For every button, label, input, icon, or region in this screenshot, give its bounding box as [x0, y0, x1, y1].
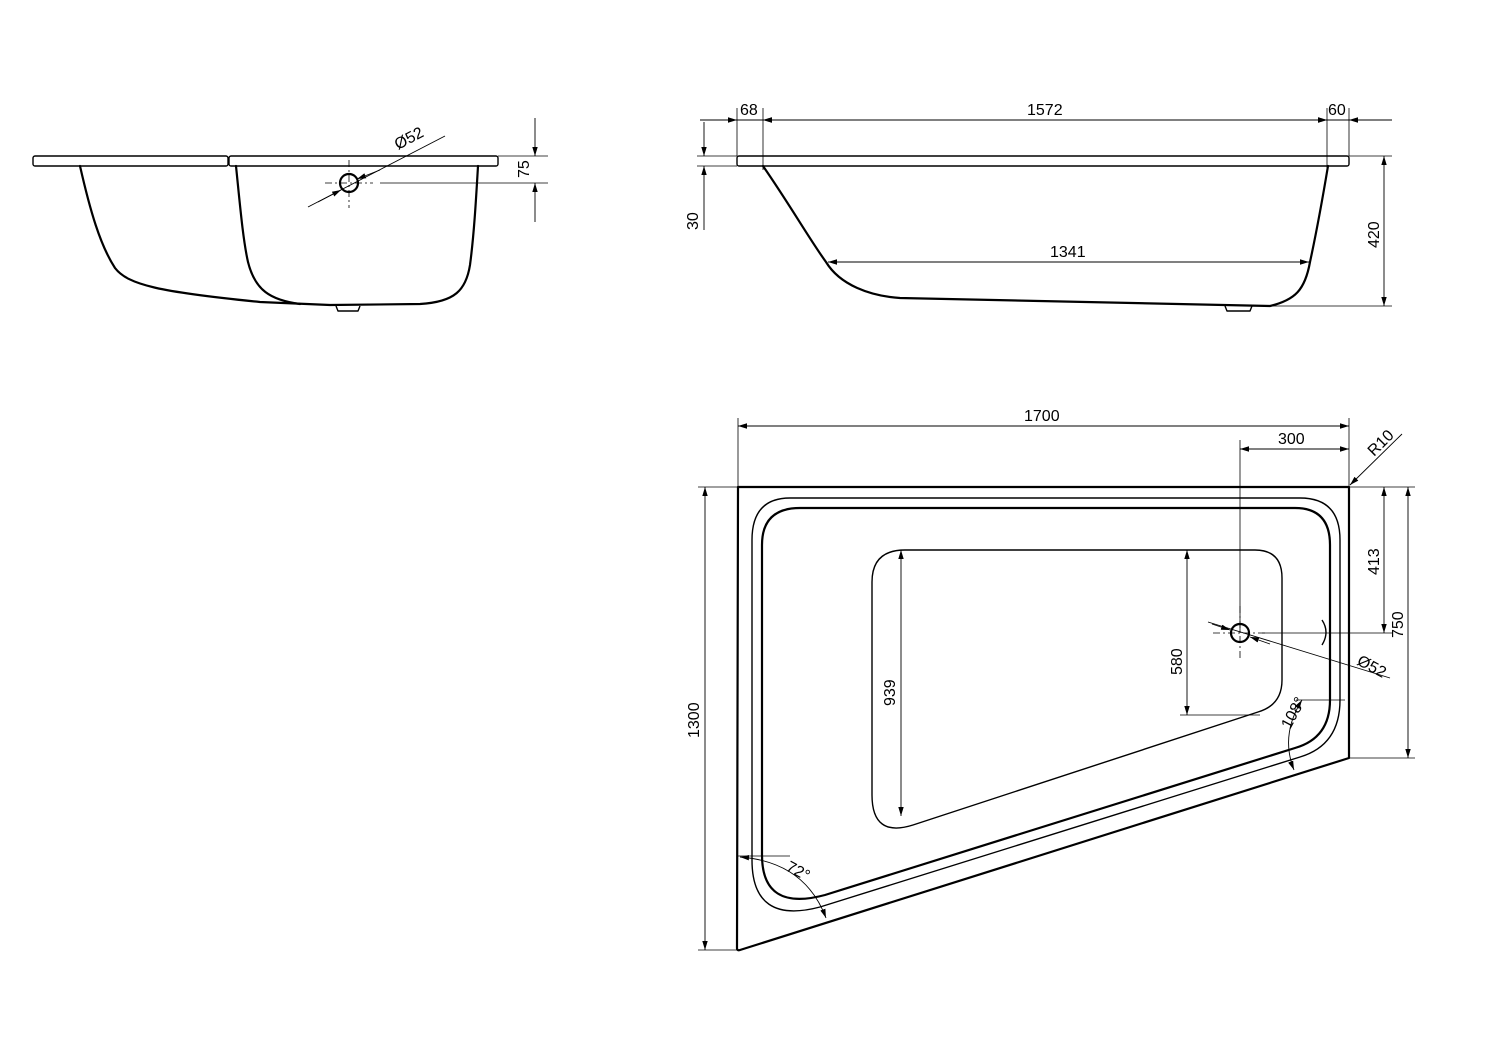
plan-view-bottom-short-width: 580 [1169, 648, 1186, 675]
plan-view-angle-obtuse-arc [1288, 699, 1303, 771]
plan-view-total-width: 1300 [686, 702, 703, 738]
front-view-rim-thickness: 30 [685, 212, 702, 230]
plan-view-drain-offset-x: 300 [1278, 431, 1305, 448]
side-view-inner-shell [234, 164, 302, 306]
plan-view-rim-outer [751, 497, 1341, 912]
front-view-foot [1224, 305, 1253, 312]
plan-view-drain-offset-y: 413 [1366, 548, 1383, 575]
front-view-outer-shell [761, 164, 1330, 308]
front-view: 68 1572 60 30 1341 420 [685, 102, 1392, 312]
plan-view-overflow-slot [1321, 619, 1327, 646]
plan-view-outer-contour [735, 485, 1351, 952]
plan-view-radius-leader [1349, 433, 1403, 486]
side-view-outer-shell [78, 164, 480, 307]
front-view-rim [736, 155, 1350, 167]
plan-view-drain-leader [1207, 621, 1391, 679]
plan-view-angle-acute-arc [739, 855, 827, 919]
plan-view-angle-obtuse: 108° [1279, 695, 1310, 732]
side-view: Ø52 75 [32, 118, 548, 312]
side-view-drain-diameter: Ø52 [392, 124, 427, 153]
plan-view-total-length: 1700 [1024, 408, 1060, 425]
front-view-height: 420 [1366, 221, 1383, 248]
plan-view: 1700 300 R10 1300 750 413 939 580 Ø52 [686, 408, 1415, 952]
plan-view-short-side-width: 750 [1390, 611, 1407, 638]
front-view-rim-left: 68 [740, 102, 758, 119]
plan-view-angle-acute: 72° [783, 859, 812, 885]
side-view-foot [335, 305, 361, 312]
plan-view-rim-inner [760, 506, 1332, 900]
front-view-rim-right: 60 [1328, 102, 1346, 119]
side-view-rim-left [32, 155, 229, 167]
side-view-rim-right [228, 155, 499, 167]
front-view-inner-length: 1572 [1027, 102, 1063, 119]
plan-view-bottom-area [871, 549, 1283, 829]
plan-view-corner-radius: R10 [1365, 427, 1398, 460]
plan-view-bottom-width: 939 [882, 679, 899, 706]
side-view-rim-depth: 75 [516, 160, 533, 178]
front-view-bottom-length: 1341 [1050, 244, 1086, 261]
plan-view-drain-diameter: Ø52 [1354, 653, 1389, 682]
